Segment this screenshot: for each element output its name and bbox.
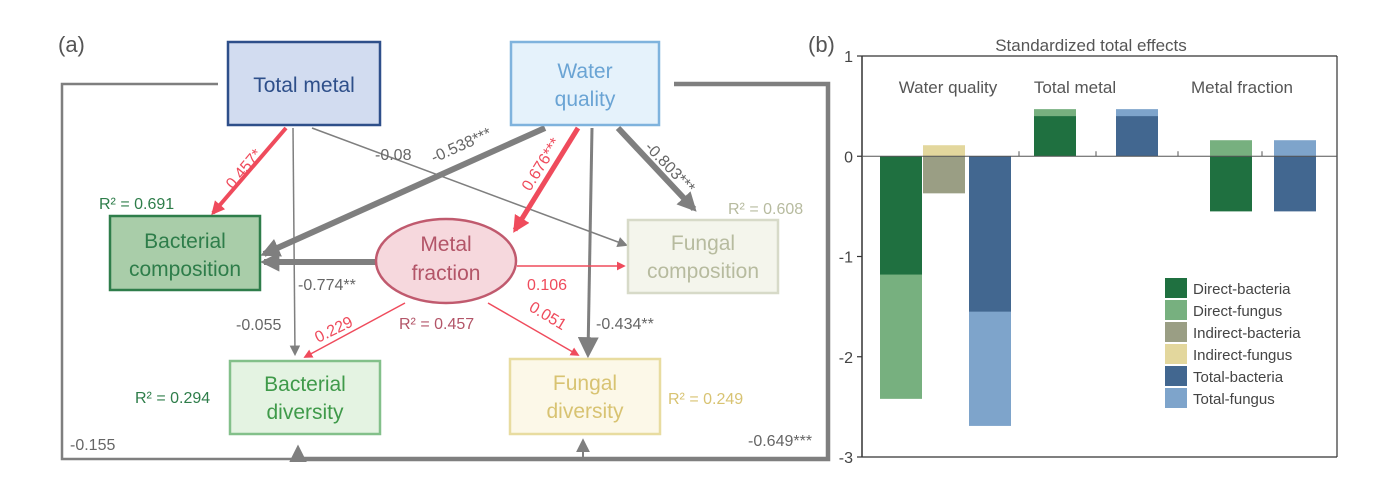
node-fungal-diversity-line1: Fungal	[553, 372, 617, 395]
bar-total-bacteria-total-metal	[1116, 116, 1158, 157]
node-metal-fraction: Metal fraction	[374, 217, 518, 305]
node-bacterial-composition-line1: Bacterial	[144, 230, 226, 253]
panel-a: (a) Total metal Water quality Bacter	[58, 32, 831, 462]
node-water-quality-line2: quality	[555, 88, 616, 111]
coef-mf-bc: -0.774**	[298, 277, 356, 294]
bar-total-bacteria-water-quality	[969, 156, 1011, 312]
bar-total-bacteria-metal-fraction	[1274, 156, 1316, 212]
path-wq-to-bacterial-composition	[260, 125, 547, 257]
legend-swatch-total-bacteria	[1165, 366, 1187, 386]
path-tm-to-fungal-composition	[311, 127, 628, 247]
node-fungal-composition: Fungal composition	[626, 218, 780, 295]
node-total-metal-label: Total metal	[253, 74, 355, 97]
legend-label-total-bacteria: Total-bacteria	[1193, 369, 1284, 386]
path-water-quality-loop	[300, 81, 831, 462]
path-wq-to-fungal-diversity	[577, 127, 599, 359]
y-tick-label: -1	[839, 250, 853, 267]
coef-wq-fd: -0.434**	[596, 316, 654, 333]
panel-b-label: (b)	[808, 32, 835, 57]
node-bacterial-composition: Bacterial composition	[108, 214, 262, 292]
r2-bacterial-diversity: R² = 0.294	[135, 390, 210, 407]
coef-wq-bc: -0.538***	[429, 125, 494, 167]
coef-mf-fc: 0.106	[527, 277, 567, 294]
coef-tm-bd: -0.055	[236, 317, 281, 334]
group-label-metal-fraction: Metal fraction	[1191, 78, 1293, 97]
node-total-metal: Total metal	[226, 40, 382, 127]
panel-b: (b) Standardized total effects Water qua…	[808, 32, 1338, 467]
node-metal-fraction-line1: Metal	[420, 233, 471, 256]
bar-direct-bacteria-total-metal	[1034, 116, 1076, 157]
coef-tm-loop: -0.155	[70, 437, 115, 454]
legend-label-total-fungus: Total-fungus	[1193, 391, 1275, 408]
y-tick-label: -2	[839, 350, 853, 367]
r2-fungal-composition: R² = 0.608	[728, 201, 803, 218]
bar-total-fungus-metal-fraction	[1274, 140, 1316, 157]
coef-wq-fc: -0.803***	[641, 139, 698, 197]
chart-title: Standardized total effects	[995, 36, 1187, 55]
r2-fungal-diversity: R² = 0.249	[668, 391, 743, 408]
legend-label-direct-fungus: Direct-fungus	[1193, 303, 1282, 320]
node-water-quality: Water quality	[509, 40, 661, 127]
y-tick-label: 1	[844, 49, 853, 66]
chart-legend: Direct-bacteriaDirect-fungusIndirect-bac…	[1165, 278, 1301, 408]
legend-swatch-direct-bacteria	[1165, 278, 1187, 298]
coef-tm-fc: -0.08	[375, 147, 412, 164]
coef-wq-loop: -0.649***	[748, 433, 812, 450]
bar-direct-bacteria-water-quality	[880, 156, 922, 275]
node-metal-fraction-line2: fraction	[412, 262, 481, 285]
legend-label-indirect-fungus: Indirect-fungus	[1193, 347, 1292, 364]
legend-swatch-indirect-fungus	[1165, 344, 1187, 364]
chart-axes: 1 0 -1 -2 -3	[839, 49, 1338, 467]
bar-direct-bacteria-metal-fraction	[1210, 156, 1252, 212]
path-total-metal-loop	[60, 82, 307, 462]
path-mf-to-bacterial-diversity	[303, 302, 406, 358]
node-fungal-composition-line1: Fungal	[671, 232, 735, 255]
node-bacterial-diversity-line2: diversity	[266, 401, 344, 424]
y-tick-label: 0	[844, 149, 853, 166]
bar-direct-fungus-metal-fraction	[1210, 140, 1252, 157]
path-mf-to-fungal-diversity	[487, 302, 580, 356]
chart-bars	[880, 109, 1316, 426]
group-label-total-metal: Total metal	[1034, 78, 1116, 97]
y-tick-label: -3	[839, 450, 853, 467]
legend-label-direct-bacteria: Direct-bacteria	[1193, 281, 1291, 298]
path-wq-to-metal-fraction	[512, 126, 581, 233]
legend-swatch-indirect-bacteria	[1165, 322, 1187, 342]
node-bacterial-composition-line2: composition	[129, 258, 241, 281]
legend-swatch-total-fungus	[1165, 388, 1187, 408]
node-water-quality-line1: Water	[557, 60, 612, 83]
path-tm-to-bacterial-composition	[211, 126, 288, 216]
group-label-water-quality: Water quality	[899, 78, 998, 97]
r2-bacterial-composition: R² = 0.691	[99, 196, 174, 213]
legend-swatch-direct-fungus	[1165, 300, 1187, 320]
node-fungal-diversity: Fungal diversity	[508, 357, 662, 436]
bar-indirect-bacteria-water-quality	[923, 156, 965, 194]
panel-a-label: (a)	[58, 32, 85, 57]
node-bacterial-diversity: Bacterial diversity	[228, 359, 382, 436]
coef-tm-bc: 0.457*	[223, 146, 266, 192]
node-fungal-composition-line2: composition	[647, 260, 759, 283]
node-fungal-diversity-line2: diversity	[546, 400, 624, 423]
legend-label-indirect-bacteria: Indirect-bacteria	[1193, 325, 1301, 342]
node-bacterial-diversity-line1: Bacterial	[264, 373, 346, 396]
path-wq-to-fungal-composition	[615, 125, 697, 212]
r2-metal-fraction: R² = 0.457	[399, 316, 474, 333]
bar-indirect-fungus-water-quality	[923, 145, 965, 157]
